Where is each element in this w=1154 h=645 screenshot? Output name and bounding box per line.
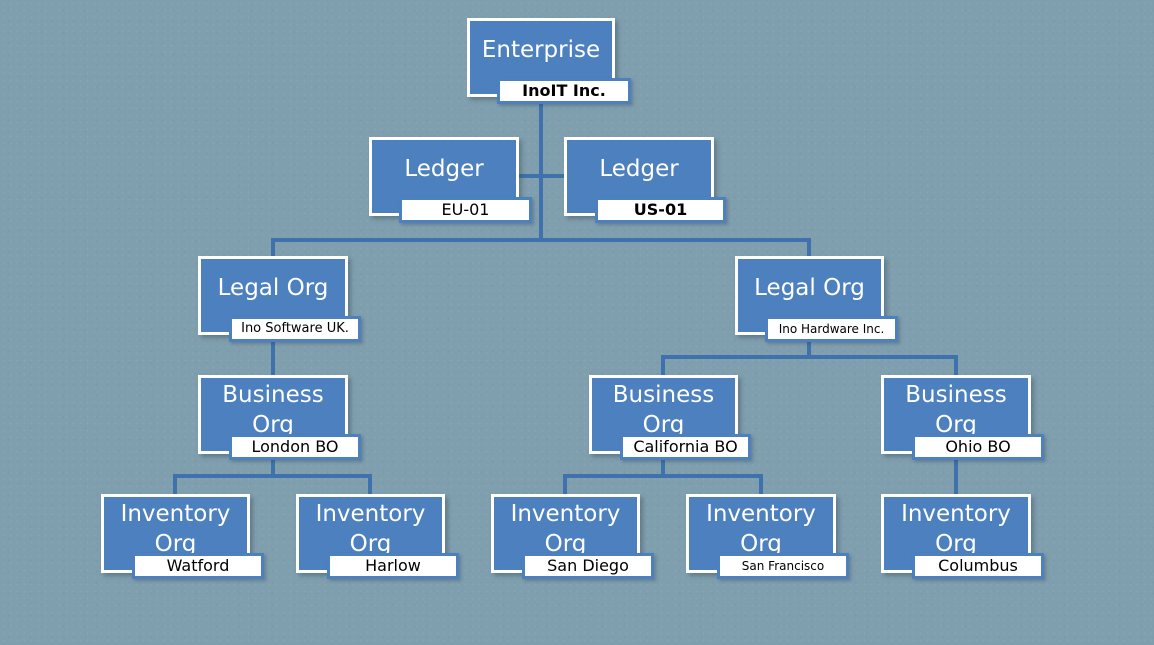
node-ledger-us-name: US-01: [595, 197, 726, 223]
node-inv-sandiego-name: San Diego: [522, 553, 654, 579]
node-inv-harlow-name: Harlow: [327, 553, 459, 579]
node-bo-california-name: California BO: [620, 434, 751, 460]
node-inv-watford-name: Watford: [132, 553, 264, 579]
node-legal-uk-name: Ino Software UK.: [229, 316, 361, 342]
node-legal-inc-name: Ino Hardware Inc.: [765, 316, 898, 342]
node-inv-columbus-name: Columbus: [912, 553, 1044, 579]
node-bo-london-name: London BO: [229, 434, 361, 460]
node-inv-sanfrancisco-name: San Francisco: [717, 553, 849, 579]
node-legal-inc-title: Legal Org: [735, 256, 884, 335]
node-enterprise-name: InoIT Inc.: [497, 78, 631, 104]
node-bo-ohio-name: Ohio BO: [912, 434, 1044, 460]
node-ledger-eu-title: Ledger: [369, 137, 519, 216]
node-ledger-eu-name: EU-01: [399, 197, 532, 223]
